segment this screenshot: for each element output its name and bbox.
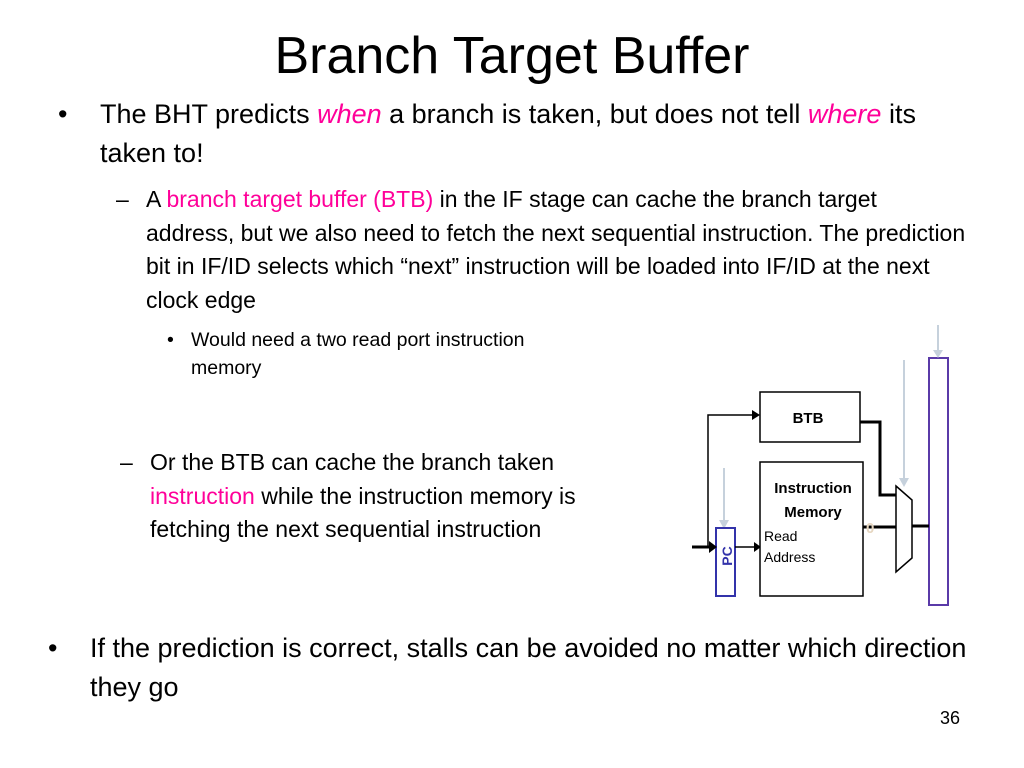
bullet-mark: • [167,329,174,351]
sub-sub-bullet-two-port: • Would need a two read port instruction … [167,326,531,382]
mux-input-label: 0 [866,520,874,537]
arrowhead [899,478,909,487]
btb-label: BTB [793,410,824,427]
arrowhead [752,410,760,420]
page-number: 36 [940,708,961,728]
sub-bullet-btb-instruction: –Or the BTB can cache the branch taken i… [120,446,590,547]
arrowhead [709,541,717,553]
arrowhead [754,542,761,552]
pc-to-btb-wire [707,414,752,547]
sub-text-part: while the instruction memory is fetching… [150,482,576,543]
bullet-mark: • [58,99,68,129]
slide-title: Branch Target Buffer [274,27,750,85]
highlight-btb: branch target buffer (BTB) [166,186,434,212]
sub-bullet-btb: –A branch target buffer (BTB) in the IF … [116,183,966,317]
sub-sub-text: Would need a two read port instruction m… [191,329,525,379]
imem-label-line2: Memory [784,504,842,521]
dash-mark: – [120,449,133,475]
imem-label-line1: Instruction [774,480,852,497]
pc-label: PC [719,546,735,565]
sub-text-part: A [146,186,167,212]
bullet-text-part: its taken to! [100,99,916,168]
next-instruction-mux [895,484,913,574]
arrowhead [933,350,943,358]
btb-to-mux-wire [860,420,896,497]
bullet-text-part: a branch is taken, but does not tell [381,99,808,129]
dash-mark: – [116,186,129,212]
pc-register [715,527,736,597]
highlight-instruction: instruction [150,482,255,509]
bullet-prediction-correct: • If the prediction is correct, stalls ca… [48,629,990,707]
read-label-line1: Read [764,528,797,544]
btb-box [759,391,861,443]
btb-datapath-diagram: PC BTB Instruction Memory Read Address 0 [692,325,949,606]
if-id-register [928,357,949,606]
emphasis-where: where [807,99,882,129]
bullet-text: If the prediction is correct, stalls can… [90,633,967,702]
sub-text-part: Or the BTB can cache the branch taken [150,449,555,475]
read-label-line2: Address [764,549,815,565]
bullet-mark: • [48,633,58,663]
bullet-bht: • The BHT predicts when a branch is taken… [58,95,970,173]
instruction-memory-box [759,461,864,597]
bullet-text-part: The BHT predicts [100,99,318,129]
emphasis-when: when [317,99,382,129]
arrowhead [719,520,729,529]
sub-text-part: in the IF stage can cache the branch tar… [146,186,966,313]
